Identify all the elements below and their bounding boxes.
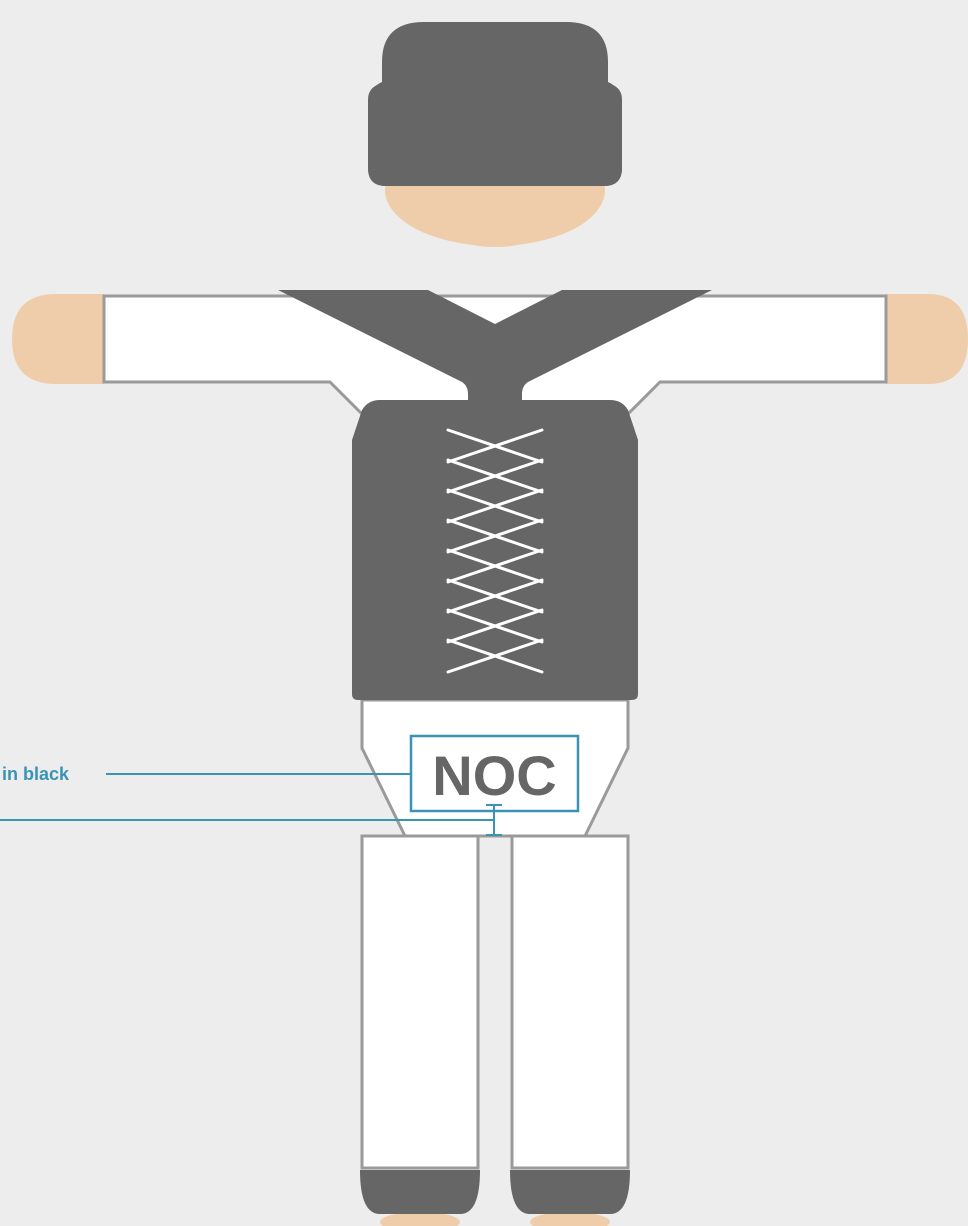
left-hand [12,294,104,384]
left-foot-skin [380,1212,460,1226]
left-leg [362,836,478,1168]
feet [360,1170,630,1226]
right-shoe [510,1170,630,1214]
noc-logo: NOC [411,736,578,811]
cap-brim [368,84,622,186]
right-leg [512,836,628,1168]
logo-color-note: in black [2,764,69,785]
right-hand [886,294,968,384]
left-shoe [360,1170,480,1214]
right-foot-skin [530,1212,610,1226]
logo-text: NOC [432,744,556,807]
head [368,22,622,247]
legs [362,836,628,1168]
